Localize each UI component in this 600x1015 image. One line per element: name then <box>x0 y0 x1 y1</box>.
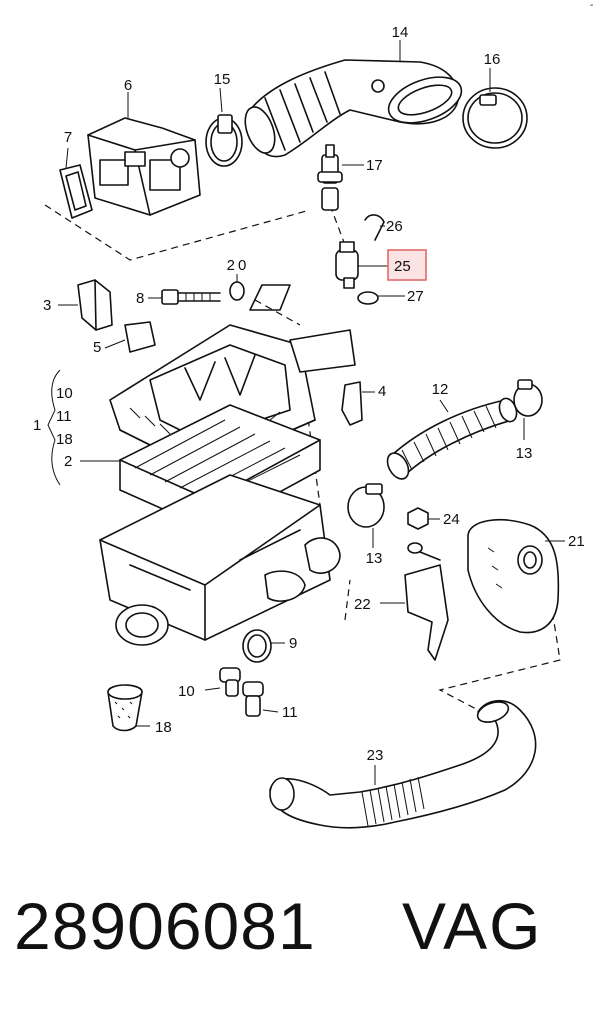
part-20-bracket <box>249 284 291 311</box>
part-7-gasket <box>59 164 93 219</box>
part-number: 28906081 <box>14 889 316 963</box>
label-27: 27 <box>407 288 424 305</box>
part-12-corrugated-hose <box>386 397 518 480</box>
part-14-intake-hose <box>244 59 463 158</box>
label-2: 2 <box>64 453 72 470</box>
label-26: 26 <box>386 218 403 235</box>
label-9: 9 <box>289 635 297 652</box>
part-24-nut <box>407 507 429 530</box>
label-20: 20 <box>227 257 250 274</box>
part-8-bolt <box>161 289 221 305</box>
part-4-clip <box>341 381 363 426</box>
label-11: 11 <box>282 704 298 721</box>
label-3: 3 <box>43 297 51 314</box>
part-11-fitting <box>242 681 264 717</box>
part-22-bracket <box>404 542 449 661</box>
label-13-lower: 13 <box>366 550 383 567</box>
part-21-resonator <box>467 519 560 634</box>
part-26-clip <box>364 214 385 241</box>
part-5-bracket <box>124 321 156 353</box>
label-17: 17 <box>366 157 383 174</box>
label-14: 14 <box>392 24 409 41</box>
part-20-washer <box>229 281 245 301</box>
part-17-vent-valve <box>317 144 343 211</box>
part-16-hose-clamp <box>462 87 528 149</box>
label-13-upper: 13 <box>516 445 533 462</box>
air-cleaner-lower-housing <box>99 474 341 646</box>
part-10-fitting <box>219 667 241 697</box>
label-8: 8 <box>136 290 144 307</box>
part-23-intake-pipe <box>269 700 537 829</box>
label-15: 15 <box>214 71 231 88</box>
callout-labels: 6 15 14 16 7 17 26 25 27 20 8 3 5 4 12 1… <box>33 24 585 764</box>
part-3-mount <box>77 279 113 331</box>
label-5: 5 <box>93 339 101 356</box>
label-25: 25 <box>394 258 411 275</box>
edge-mark: - <box>590 0 594 11</box>
part-13-clamp-upper <box>513 379 543 417</box>
label-10-group: 10 <box>56 385 73 402</box>
label-4: 4 <box>378 383 386 400</box>
label-11-group: 11 <box>56 408 72 425</box>
label-10: 10 <box>178 683 195 700</box>
label-23: 23 <box>367 747 384 764</box>
label-18-group: 18 <box>56 431 73 448</box>
label-21: 21 <box>568 533 585 550</box>
part-13-clamp-lower <box>347 483 385 528</box>
highlight-box-25 <box>387 249 427 281</box>
label-16: 16 <box>484 51 501 68</box>
part-25-sensor <box>335 241 359 289</box>
brand-name: VAG <box>402 889 543 963</box>
label-6: 6 <box>124 77 132 94</box>
part-27-o-ring <box>357 291 379 305</box>
leader-lines <box>47 40 565 785</box>
label-7: 7 <box>64 129 72 146</box>
part-9-seal-ring <box>242 629 272 663</box>
label-24: 24 <box>443 511 460 528</box>
part-15-clamp <box>205 114 243 167</box>
part-6-air-mass-meter <box>87 117 201 216</box>
part-18-bushing <box>107 684 143 732</box>
label-18: 18 <box>155 719 172 736</box>
label-12: 12 <box>432 381 449 398</box>
label-1: 1 <box>33 417 41 434</box>
label-22: 22 <box>354 596 371 613</box>
parts-exploded-diagram: 6 15 14 16 7 17 26 25 27 20 8 3 5 4 12 1… <box>33 24 585 829</box>
